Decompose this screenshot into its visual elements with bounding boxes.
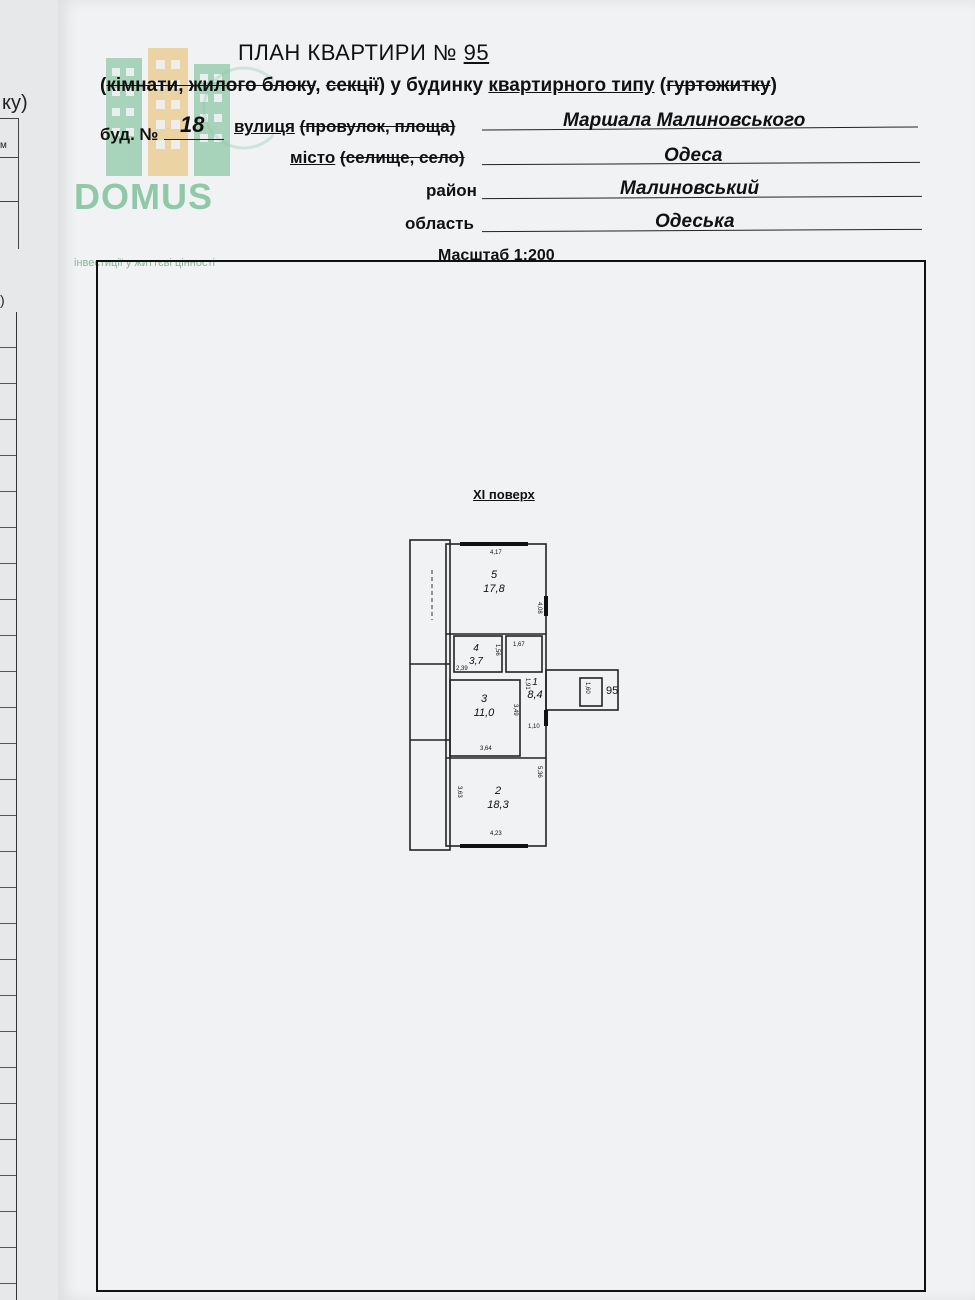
- street-label-text: вулиця: [234, 117, 295, 136]
- region-label: область: [405, 214, 474, 233]
- building-logo-icon: [106, 48, 274, 176]
- building-value: 18: [180, 112, 205, 137]
- dim-3-64: 3,64: [480, 746, 492, 752]
- floor-plan: 5 17,8 4 3,7 3 11,0 2 18,3 1 8,4 95 4,17…: [409, 539, 619, 851]
- document-subtitle: (кімнати, жилого блоку, секції) у будинк…: [100, 75, 777, 97]
- annex-closet: [579, 677, 603, 707]
- plan-frame: [96, 260, 926, 1292]
- subtitle-middle: ) у будинку: [378, 75, 489, 96]
- district-label: район: [426, 181, 477, 200]
- left-page-edge: ку) м ): [0, 0, 61, 1300]
- dim-4-17: 4,17: [490, 550, 502, 556]
- subtitle-struck-room: кімнати, жилого блоку: [106, 75, 316, 96]
- scale-line: Масштаб 1:200: [438, 247, 555, 265]
- room5-id: 5: [491, 569, 498, 581]
- logo-wordmark: DOMUS: [74, 176, 213, 217]
- region-value: Одеська: [655, 211, 735, 232]
- plan-walls: [409, 539, 619, 851]
- dim-1-10: 1,10: [528, 724, 540, 730]
- apartment-tag: 95: [606, 685, 618, 697]
- district-value: Малиновський: [620, 178, 760, 199]
- floor-label: XI поверх: [473, 487, 535, 502]
- city-value: Одеса: [664, 145, 723, 166]
- closet-walls: [505, 635, 543, 673]
- street-label: вулиця (провулок, площа): [234, 117, 455, 137]
- document-sheet: DOMUS інвестиції у життєві цінності ПЛАН…: [58, 0, 975, 1300]
- scale-label: Масштаб: [438, 247, 510, 264]
- building-label: буд. №: [100, 125, 159, 144]
- domus-logo: DOMUS інвестиції у життєві цінності: [74, 48, 274, 269]
- room3-id: 3: [481, 693, 488, 705]
- dim-5-36: 5,36: [536, 766, 542, 778]
- room4-area: 3,7: [469, 656, 483, 667]
- subtitle-struck-dorm: гуртожитку: [666, 75, 771, 96]
- left-page-grid: [0, 312, 17, 1300]
- title-prefix: ПЛАН КВАРТИРИ №: [238, 40, 457, 65]
- city-struck: (селище, село): [339, 148, 465, 167]
- apartment-number: 95: [463, 40, 490, 65]
- room3-area: 11,0: [474, 707, 495, 719]
- city-label-text: місто: [290, 148, 336, 167]
- dim-4-23: 4,23: [490, 831, 502, 837]
- subtitle-struck-section: секції: [325, 75, 379, 96]
- street-value: Маршала Малиновського: [563, 110, 806, 131]
- dim-3-63: 3,63: [456, 786, 462, 798]
- room2-area: 18,3: [487, 799, 509, 811]
- room2-id: 2: [494, 785, 501, 797]
- dim-1-60: 1,60: [584, 682, 590, 694]
- street-struck: (провулок, площа): [299, 117, 456, 136]
- left-page-fragment-2: м: [0, 140, 7, 151]
- room4-id: 4: [473, 643, 479, 654]
- document-title: ПЛАН КВАРТИРИ № 95: [238, 40, 489, 66]
- left-page-bracket: ): [0, 292, 5, 308]
- scale-value: 1:200: [513, 247, 555, 264]
- left-page-fragment: ку): [2, 92, 28, 114]
- dim-2-39: 2,39: [456, 666, 468, 672]
- dim-1-56: 1,56: [494, 644, 500, 656]
- room1-area: 8,4: [527, 689, 542, 701]
- room1-id: 1: [532, 677, 538, 688]
- subtitle-close: ): [770, 75, 777, 96]
- left-page-table: [0, 118, 19, 249]
- dim-1-91: 1,91: [524, 678, 530, 690]
- subtitle-open: (: [100, 75, 107, 96]
- building-underline: [164, 139, 224, 140]
- room4-walls: [453, 635, 503, 673]
- subtitle-building-type: квартирного типу: [488, 75, 655, 96]
- dim-3-49: 3,49: [512, 704, 518, 716]
- city-label: місто (селище, село): [290, 148, 465, 168]
- dim-4-08: 4,08: [536, 602, 542, 614]
- room3-walls: [449, 679, 521, 757]
- subtitle-sep: ,: [315, 75, 326, 96]
- dim-1-67: 1,67: [513, 642, 525, 648]
- entry-annex: [545, 669, 619, 711]
- outer-wall-left: [409, 539, 451, 851]
- room5-area: 17,8: [483, 583, 505, 595]
- subtitle-middle2: (: [654, 75, 667, 96]
